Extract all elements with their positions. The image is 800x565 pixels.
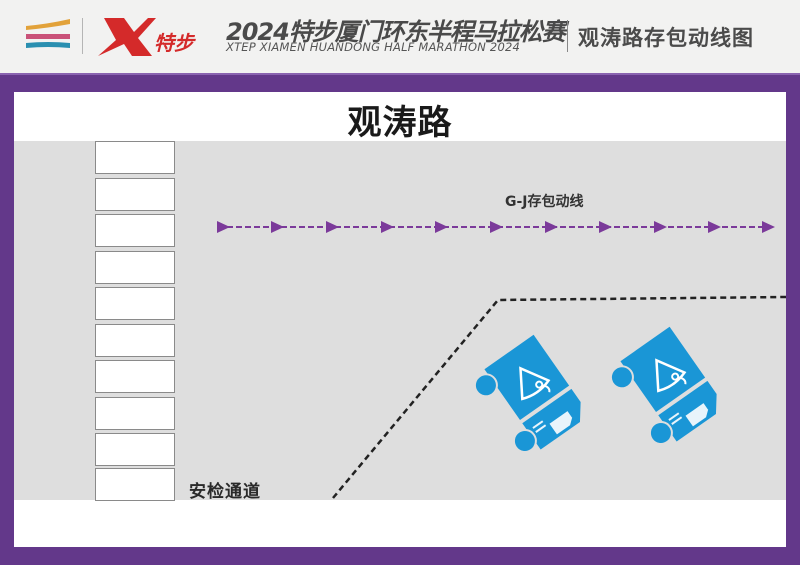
security-gate-box [95, 214, 175, 247]
bag-truck-icon [603, 325, 728, 454]
header-divider [82, 18, 83, 54]
xtep-logo-icon: 特步 [98, 18, 196, 56]
header-bar: 特步 2024特步厦门环东半程马拉松赛 XTEP XIAMEN HUANDONG… [0, 0, 800, 73]
security-gate-box [95, 468, 175, 501]
event-title-en: XTEP XIAMEN HUANDONG HALF MARATHON 2024 [226, 40, 521, 54]
title-divider [567, 20, 568, 52]
security-gate-box [95, 396, 175, 430]
bag-truck-icon [467, 333, 592, 462]
flow-route-label: G-J存包动线 [505, 194, 584, 210]
page-title: 观涛路存包动线图 [578, 26, 754, 50]
security-gate-box [95, 323, 175, 357]
road-name-label: 观涛路 [347, 103, 453, 143]
security-gate-box [95, 287, 175, 320]
event-logo-bars-icon [26, 19, 70, 48]
security-gate-box [95, 433, 175, 466]
event-title-cn: 2024特步厦门环东半程马拉松赛 [226, 18, 566, 46]
security-gate-box [95, 250, 175, 284]
frame-top-accent [0, 73, 800, 75]
security-gate-box [95, 360, 175, 393]
security-gate-box [95, 141, 175, 174]
security-channel-label: 安检通道 [189, 482, 261, 502]
zone-boundary-line [332, 295, 787, 499]
security-gate-box [95, 177, 175, 211]
direction-arrows [217, 221, 775, 233]
svg-text:特步: 特步 [154, 31, 196, 55]
